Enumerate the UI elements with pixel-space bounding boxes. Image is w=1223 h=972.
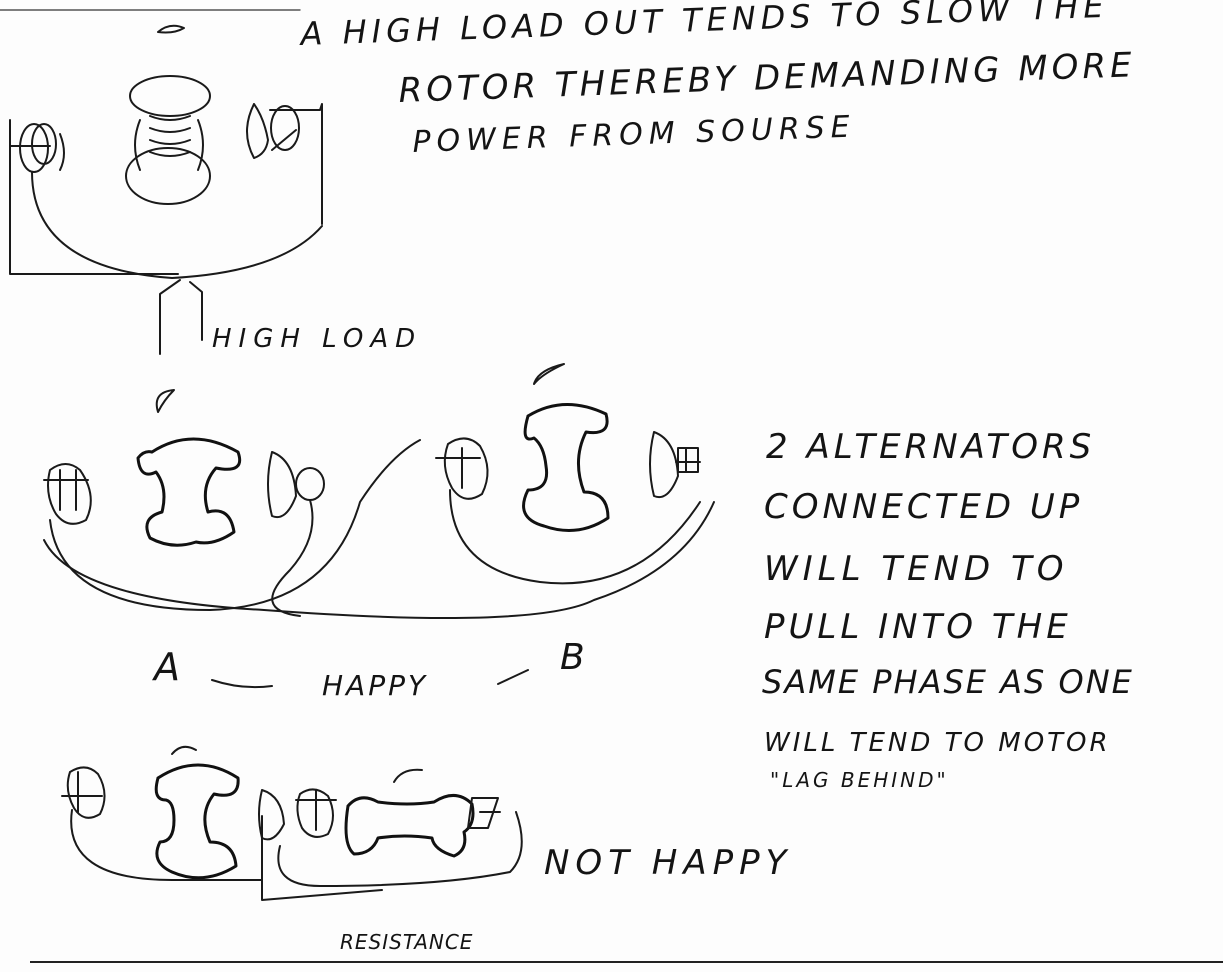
right-note-line-1: 2 ALTERNATORS [766, 430, 1095, 464]
right-note-line-3: WILL TEND TO [764, 552, 1069, 586]
right-note-line-7: "LAG BEHIND" [770, 770, 949, 790]
right-note-line-4: PULL INTO THE [764, 610, 1072, 644]
happy-label: HAPPY [322, 672, 428, 700]
alternator-top [10, 26, 322, 354]
arrow-b [498, 670, 528, 684]
high-load-label: HIGH LOAD [212, 326, 422, 352]
label-a: A [154, 648, 186, 686]
not-happy-label: NOT HAPPY [544, 846, 792, 880]
connecting-wires-middle [44, 440, 714, 618]
right-note-line-5: SAME PHASE AS ONE [762, 666, 1134, 698]
alternator-c [62, 747, 284, 878]
right-note-line-2: CONNECTED UP [764, 490, 1083, 524]
right-note-line-6: WILL TEND TO MOTOR [764, 730, 1111, 756]
arrow-a [212, 680, 272, 687]
alternator-a [44, 390, 324, 545]
resistance-label: RESISTANCE [340, 932, 473, 952]
label-b: B [560, 640, 591, 676]
alternator-b [436, 364, 700, 531]
alternator-d [296, 770, 500, 856]
